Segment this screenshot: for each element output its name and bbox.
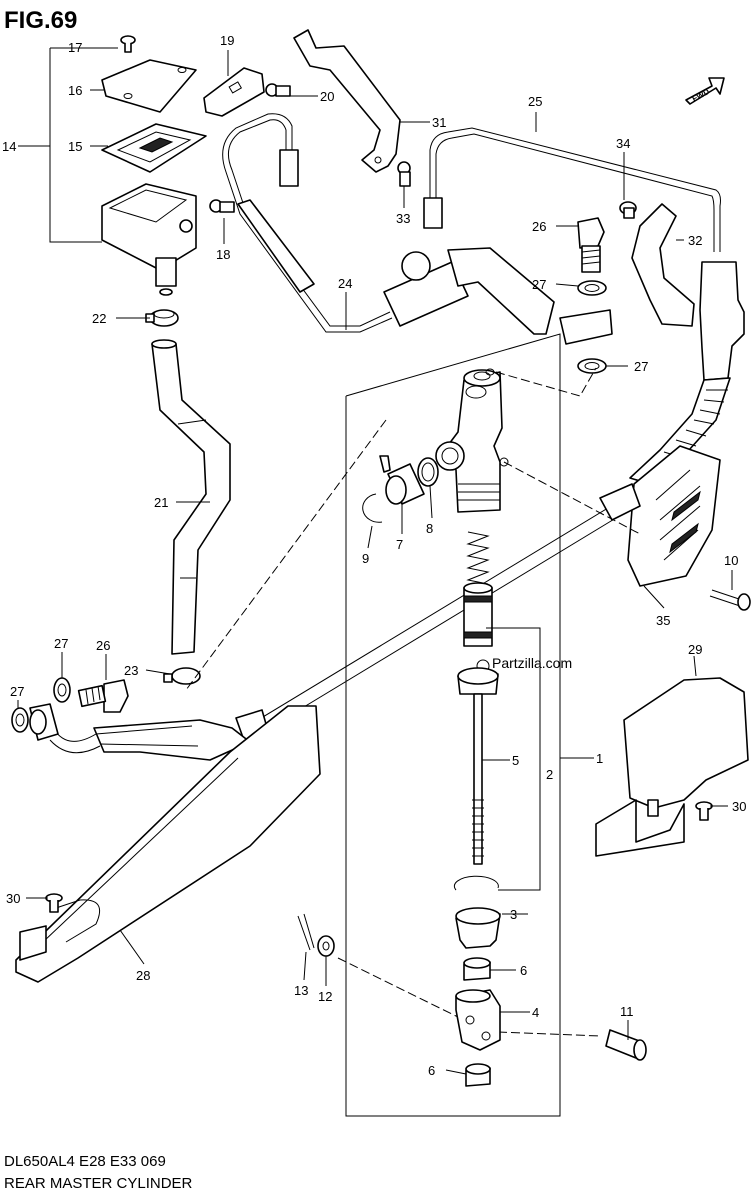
callout-16: 16 [68, 83, 82, 98]
cotter-pin-13 [297, 913, 315, 951]
callout-6-upper: 6 [520, 963, 527, 978]
clevis-4 [455, 989, 501, 1051]
bracket-31 [293, 29, 401, 173]
clamp-32 [631, 203, 695, 327]
cover-28 [15, 705, 321, 983]
callout-14: 14 [2, 139, 16, 154]
circlip-2 [453, 875, 499, 891]
washer-27-a [577, 280, 607, 296]
banjo-bolt-26-top [577, 217, 605, 273]
clamp-22 [145, 309, 179, 327]
callout-1: 1 [596, 751, 603, 766]
callout-30-left: 30 [6, 891, 20, 906]
cap-16 [101, 59, 197, 113]
cover-29 [623, 677, 749, 809]
callout-22: 22 [92, 311, 106, 326]
hose-21 [151, 343, 231, 655]
callout-34: 34 [616, 136, 630, 151]
push-rod-5 [457, 667, 499, 865]
callout-24: 24 [338, 276, 352, 291]
bolt-10 [709, 589, 751, 611]
callout-17: 17 [68, 40, 82, 55]
oring-8 [417, 457, 439, 487]
callout-28: 28 [136, 968, 150, 983]
banjo-bolt-26-bottom [77, 679, 129, 713]
clamp-23 [163, 667, 201, 685]
piston [463, 582, 493, 647]
callout-32: 32 [688, 233, 702, 248]
callout-18: 18 [216, 247, 230, 262]
fitting-7 [379, 455, 425, 505]
master-cylinder-body [435, 368, 509, 513]
washer-27-c [53, 677, 71, 703]
callout-15: 15 [68, 139, 82, 154]
callout-labels: 17 16 15 14 19 20 18 22 21 31 33 25 34 2… [2, 33, 746, 1078]
callout-21: 21 [154, 495, 168, 510]
figure-subtitle: REAR MASTER CYLINDER [4, 1175, 193, 1192]
callout-19: 19 [220, 33, 234, 48]
washer-12 [317, 935, 335, 957]
callout-27-mid: 27 [634, 359, 648, 374]
model-line: DL650AL4 E28 E33 069 [4, 1153, 166, 1170]
bolt-33 [397, 161, 411, 187]
callout-12: 12 [318, 989, 332, 1004]
callout-26-bottom: 26 [96, 638, 110, 653]
circlip-9 [362, 493, 383, 523]
callout-35: 35 [656, 613, 670, 628]
screw-30-left [45, 893, 63, 913]
figure-title: FIG.69 [4, 7, 77, 34]
washer-27-d [11, 707, 29, 733]
callout-6-lower: 6 [428, 1063, 435, 1078]
callout-31: 31 [432, 115, 446, 130]
pipe-25 [429, 127, 721, 252]
bolt-20 [265, 83, 291, 97]
callout-27-c: 27 [54, 636, 68, 651]
washer-27-b [577, 358, 607, 374]
callout-3: 3 [510, 907, 517, 922]
reservoir-14 [101, 183, 197, 296]
pin-11 [605, 1029, 647, 1061]
callout-13: 13 [294, 983, 308, 998]
callout-5: 5 [512, 753, 519, 768]
callout-7: 7 [396, 537, 403, 552]
callout-27-top: 27 [532, 277, 546, 292]
callout-29: 29 [688, 642, 702, 657]
callout-26-top: 26 [532, 219, 546, 234]
svg-text:Partzilla.com: Partzilla.com [492, 655, 572, 671]
callout-10: 10 [724, 553, 738, 568]
callout-20: 20 [320, 89, 334, 104]
callout-25: 25 [528, 94, 542, 109]
fwd-arrow-icon: FWD [685, 77, 725, 105]
callout-33: 33 [396, 211, 410, 226]
callout-11: 11 [620, 1004, 634, 1019]
callout-23: 23 [124, 663, 138, 678]
callout-2: 2 [546, 767, 553, 782]
bolt-18 [209, 199, 235, 213]
screw-17 [120, 35, 136, 53]
callout-30-right: 30 [732, 799, 746, 814]
callout-27-d: 27 [10, 684, 24, 699]
callout-4: 4 [532, 1005, 539, 1020]
pipe-24 [227, 119, 391, 327]
callout-9: 9 [362, 551, 369, 566]
spring [466, 531, 490, 585]
callout-8: 8 [426, 521, 433, 536]
bolt-34 [619, 201, 637, 219]
screw-30-right [695, 801, 713, 821]
